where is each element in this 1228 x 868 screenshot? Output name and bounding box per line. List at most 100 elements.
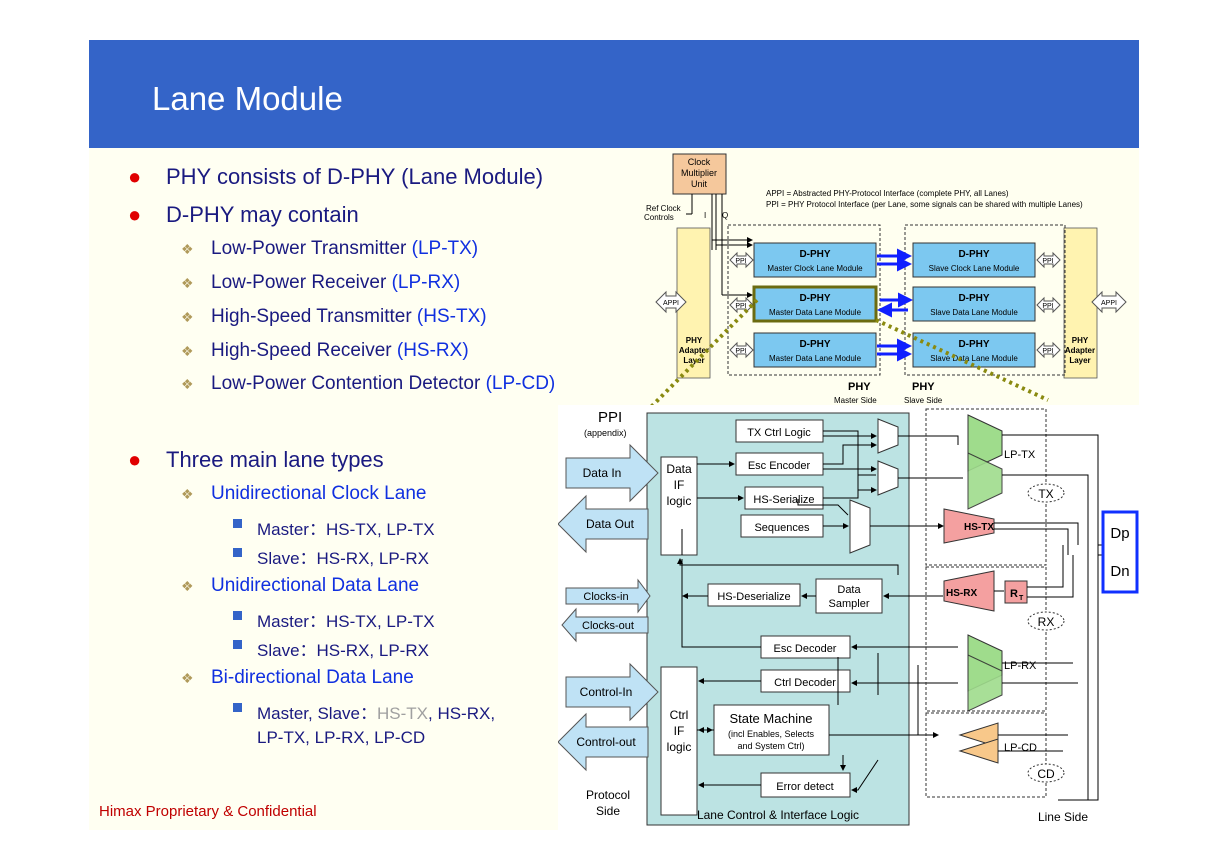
diamond-bullet-icon: ❖	[181, 376, 194, 392]
rt-label: R	[1010, 588, 1018, 600]
adapter-label: Layer	[683, 356, 704, 365]
dphy-label: D-PHY	[799, 249, 830, 260]
master-clock-lane-module	[753, 242, 877, 278]
tx-label: TX	[1038, 487, 1053, 501]
error-detect	[760, 772, 851, 798]
diamond-bullet-icon: ❖	[181, 241, 194, 257]
cd-label-oval	[1027, 763, 1065, 783]
ppi-arrow	[1036, 251, 1061, 269]
lane-type-bidir: ❖Bi-directional Data Lane	[181, 667, 414, 689]
hs-rx-label: HS-RX	[946, 588, 977, 599]
ppi-arrow	[729, 251, 754, 269]
sub-bullet-highlight: (LP-CD)	[485, 373, 556, 394]
appendix-label: (appendix)	[584, 428, 627, 438]
ppi-label: PPI	[1042, 258, 1053, 265]
lane-item-text: Slave：HS-RX, LP-RX	[257, 641, 429, 660]
dphy-label: D-PHY	[958, 293, 989, 304]
sub-bullet: ❖High-Speed Receiver (HS-RX)	[181, 340, 469, 362]
block-label: Error detect	[776, 781, 833, 793]
module-label: Slave Data Lane Module	[930, 354, 1018, 363]
data-if-label: IF	[674, 478, 685, 492]
ppi-label: PPI	[1042, 303, 1053, 310]
line-side-label: Line Side	[1038, 810, 1088, 824]
lane-item-continued: LP-TX, LP-RX, LP-CD	[257, 728, 425, 748]
phy-adapter-right	[1063, 227, 1098, 379]
slave-data-lane-module	[912, 286, 1036, 322]
lane-item-text: Master：HS-TX, LP-TX	[257, 612, 435, 631]
clock-multiplier-unit	[672, 153, 727, 195]
dphy-label: D-PHY	[958, 339, 989, 350]
square-bullet-icon	[233, 548, 242, 557]
sub-bullet-highlight: (LP-RX)	[391, 272, 461, 293]
lp-rx-receiver-2	[967, 654, 1003, 712]
legend-ppi: PPI = PHY Protocol Interface (per Lane, …	[766, 200, 1083, 209]
tx-label-oval	[1027, 483, 1065, 503]
block-label: and System Ctrl)	[737, 741, 804, 751]
lp-tx-label: LP-TX	[1004, 449, 1036, 461]
page-title: Lane Module	[152, 80, 343, 117]
data-if-logic	[660, 456, 698, 556]
adapter-label: Layer	[1069, 356, 1090, 365]
slave-side-label: Slave Side	[904, 396, 943, 405]
square-bullet-icon	[233, 640, 242, 649]
dphy-label: D-PHY	[799, 339, 830, 350]
control-in-arrow	[565, 662, 659, 722]
lane-item-text: Master, Slave：	[257, 704, 377, 723]
sub-bullet-text: High-Speed Transmitter	[211, 306, 417, 327]
data-out-label: Data Out	[586, 517, 635, 531]
top-phy-diagram: Clock Multiplier Unit Ref Clock Controls…	[640, 150, 1139, 410]
data-if-label: logic	[667, 494, 692, 508]
adapter-label: PHY	[1072, 336, 1089, 345]
square-bullet-icon	[233, 519, 242, 528]
lane-item: Master, Slave：HS-TX, HS-RX,	[233, 699, 495, 724]
q-label: Q	[722, 211, 728, 220]
block-label: Sequences	[754, 522, 810, 534]
ctrl-if-label: logic	[667, 740, 692, 754]
module-label: Master Data Lane Module	[769, 354, 862, 363]
legend-appi: APPI = Abstracted PHY-Protocol Interface…	[766, 189, 1009, 198]
lane-item: Slave：HS-RX, LP-RX	[233, 636, 429, 661]
block-label: Data	[837, 584, 861, 596]
rx-label-oval	[1027, 611, 1065, 631]
clock-unit-label: Multiplier	[681, 168, 717, 178]
adapter-label: Adapter	[679, 346, 709, 355]
lane-type-label: Unidirectional Data Lane	[211, 575, 420, 596]
hs-rx-receiver	[943, 570, 995, 612]
sub-bullet-text: Low-Power Transmitter	[211, 238, 412, 259]
rt-resistor	[1004, 580, 1028, 604]
diamond-bullet-icon: ❖	[181, 670, 194, 686]
ppi-label: PPI	[735, 303, 746, 310]
mux-tx-1	[877, 418, 899, 454]
sub-bullet: ❖High-Speed Transmitter (HS-TX)	[181, 306, 487, 328]
block-label: Sampler	[829, 598, 870, 610]
block-label: HS-Serialize	[753, 494, 814, 506]
lane-item-gray: HS-TX	[377, 704, 428, 723]
dphy-label: D-PHY	[799, 293, 830, 304]
dp-dn-pins	[1101, 510, 1139, 594]
slave-clock-lane-module	[912, 242, 1036, 278]
adapter-label: Adapter	[1065, 346, 1095, 355]
footer-confidential: Himax Proprietary & Confidential	[99, 803, 317, 820]
mux-hs	[849, 499, 871, 554]
block-label: Esc Encoder	[748, 460, 811, 472]
diamond-bullet-icon: ❖	[181, 343, 194, 359]
control-out-label: Control-out	[576, 735, 636, 749]
hs-deserialize	[707, 583, 801, 607]
appi-label: APPI	[663, 300, 679, 307]
cd-label: CD	[1037, 767, 1055, 781]
lane-ctrl-label: Lane Control & Interface Logic	[697, 808, 859, 822]
lane-item: Master：HS-TX, LP-TX	[233, 607, 435, 632]
square-bullet-icon	[233, 703, 242, 712]
square-bullet-icon	[233, 611, 242, 620]
hs-tx-driver	[943, 508, 995, 544]
lane-type-data: ❖Unidirectional Data Lane	[181, 575, 420, 597]
lane-item-text: Slave：HS-RX, LP-RX	[257, 549, 429, 568]
ppi-arrow	[1036, 296, 1061, 314]
module-label: Master Data Lane Module	[769, 308, 862, 317]
dp-label: Dp	[1110, 525, 1129, 542]
data-if-label: Data	[666, 462, 692, 476]
ctrl-if-label: IF	[674, 724, 685, 738]
title-bar	[89, 40, 1139, 148]
phy-slave-label: PHY	[912, 381, 935, 393]
clocks-out-label: Clocks-out	[582, 620, 634, 632]
